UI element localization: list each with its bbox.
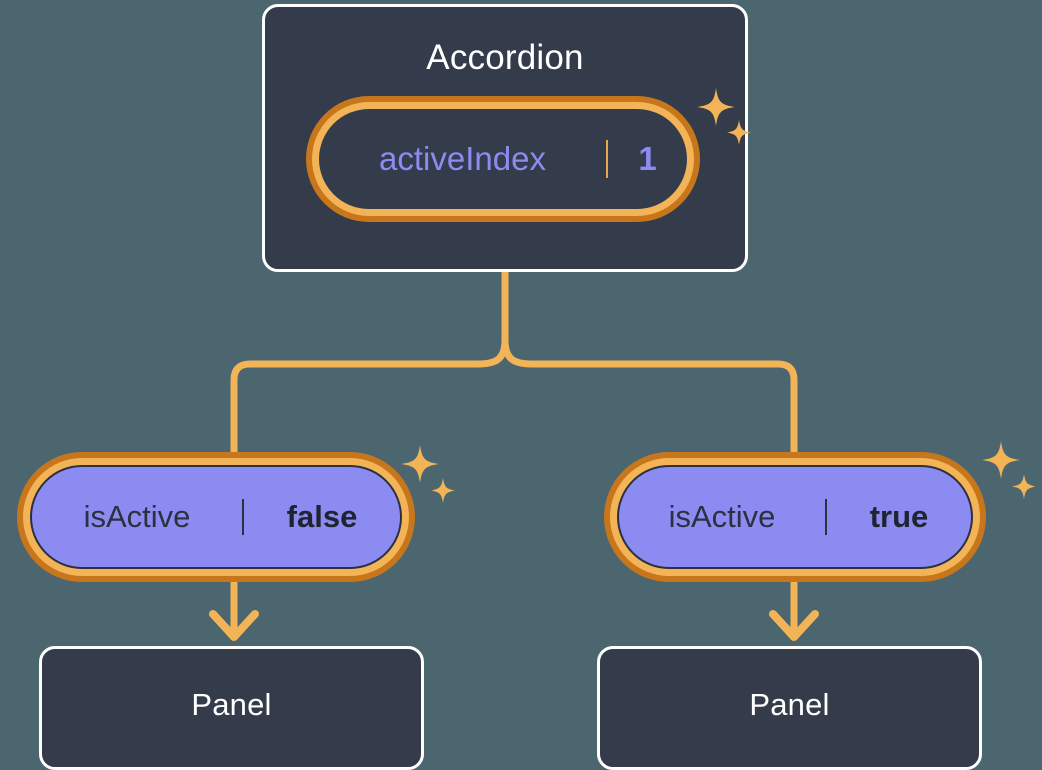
connector-branch-left (230, 339, 509, 452)
state-name-label-right: isActive (668, 499, 776, 534)
connector-arrow-right-head (769, 610, 819, 641)
panel-right-title: Panel (749, 687, 830, 722)
state-pill-isactive-true[interactable]: isActive true (604, 452, 986, 582)
hook-pill-activeindex[interactable]: activeIndex 1 (306, 96, 700, 222)
component-node-panel-left[interactable]: Panel (39, 646, 424, 770)
hook-name-label: activeIndex (379, 140, 546, 177)
state-pill-right-ring: isActive true (610, 458, 980, 576)
state-value-label-right: true (825, 499, 971, 535)
accordion-title: Accordion (426, 38, 584, 77)
state-pill-right-body: isActive true (617, 465, 973, 569)
state-name-label-left: isActive (83, 499, 191, 534)
component-node-panel-right[interactable]: Panel (597, 646, 982, 770)
state-pill-left-body: isActive false (30, 465, 402, 569)
state-pill-isactive-false[interactable]: isActive false (17, 452, 415, 582)
sparkle-state-right-icon (982, 441, 1036, 499)
hook-value-label: 1 (606, 140, 687, 178)
connector-branch-right (501, 339, 798, 452)
hook-pill-ring: activeIndex 1 (312, 102, 694, 216)
hook-pill-body: activeIndex 1 (319, 109, 687, 209)
connector-arrow-left-head (209, 610, 259, 641)
panel-left-title: Panel (191, 687, 272, 722)
state-value-label-left: false (242, 499, 400, 535)
state-pill-left-ring: isActive false (23, 458, 409, 576)
